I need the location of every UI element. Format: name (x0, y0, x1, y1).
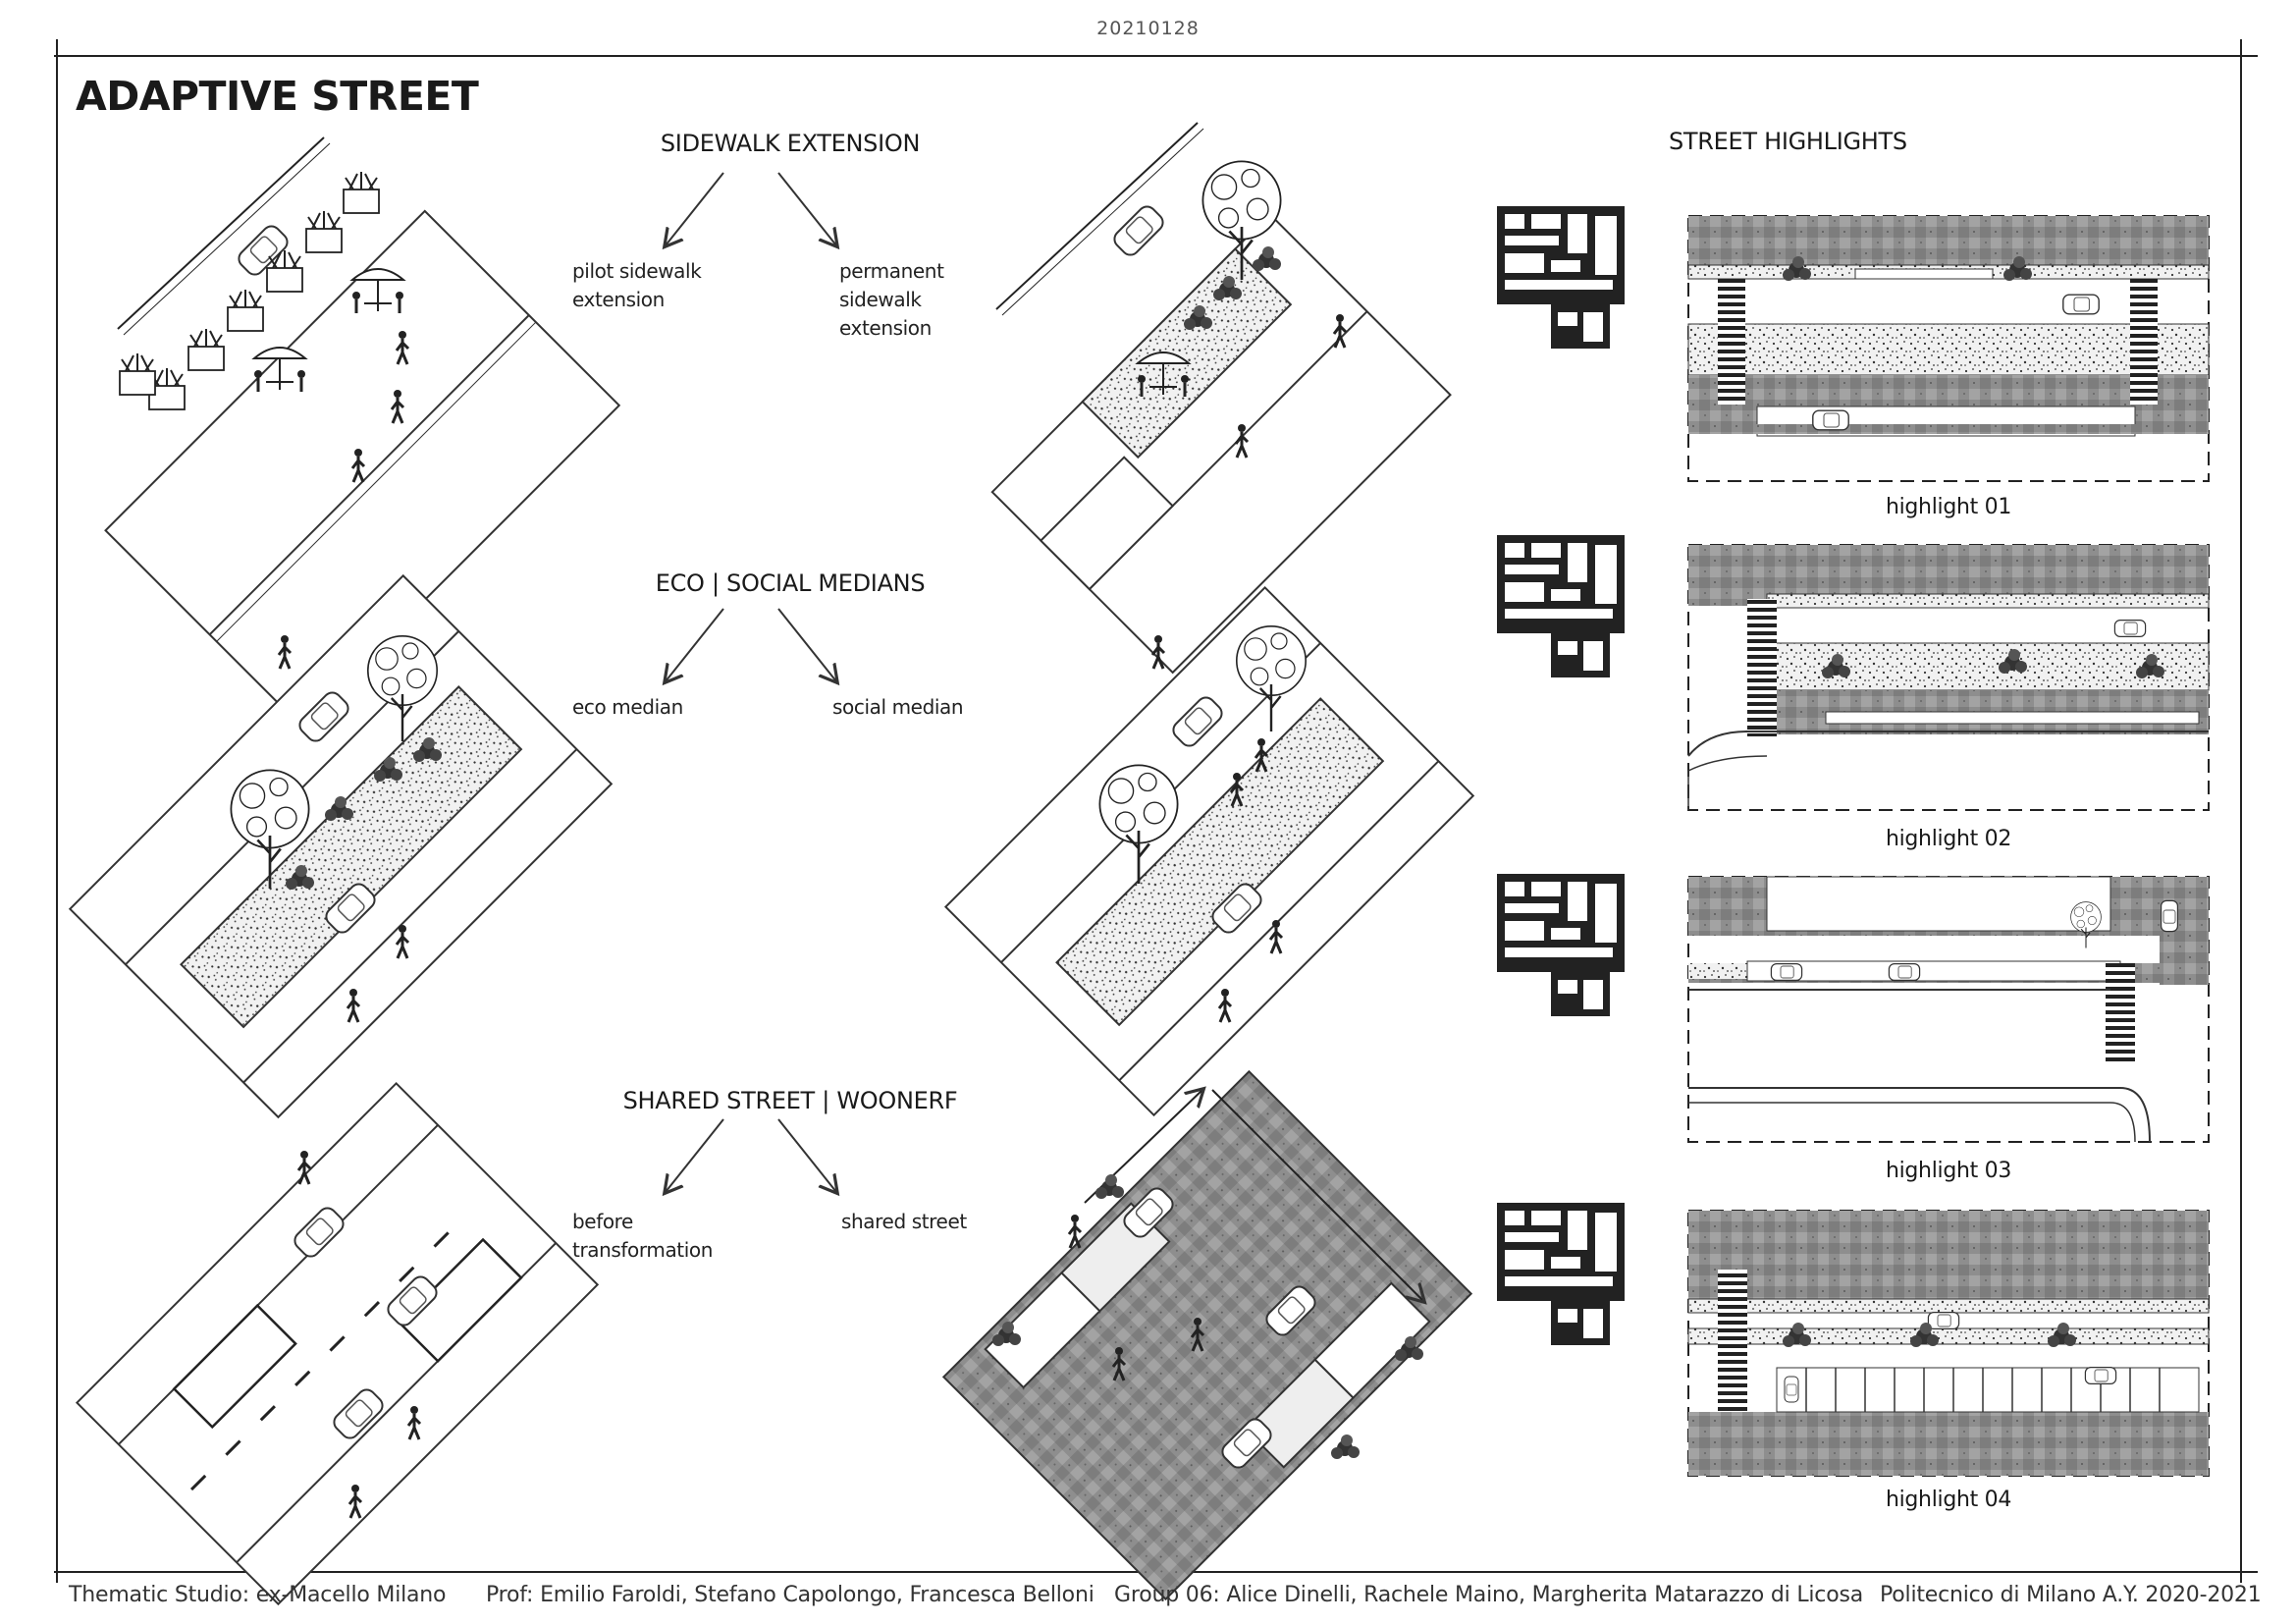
section-title-sidewalk: SIDEWALK EXTENSION (660, 130, 921, 157)
highlight-caption-02: highlight 02 (1885, 827, 2012, 851)
planter-icon (187, 328, 225, 371)
highlight-plan-03 (1687, 876, 2210, 1143)
arrow-icon (666, 172, 724, 245)
arrow-icon (777, 1118, 836, 1192)
section-title-shared: SHARED STREET | WOONERF (622, 1087, 958, 1114)
arrow-icon (666, 1118, 724, 1192)
key-plan-01 (1497, 206, 1625, 349)
arrow-icon (777, 172, 836, 245)
pedestrian-icon (1067, 1213, 1083, 1250)
page-title: ADAPTIVE STREET (76, 73, 479, 120)
footer-professors: Prof: Emilio Faroldi, Stefano Capolongo,… (486, 1583, 1095, 1607)
frame-left-line (56, 39, 58, 1583)
footer-studio: Thematic Studio: ex-Macello Milano (69, 1583, 447, 1607)
planter-icon (119, 352, 156, 396)
drawing-eco-median (68, 573, 614, 1119)
highlight-plan-04 (1687, 1210, 2210, 1477)
option-social-median: social median (832, 695, 964, 719)
key-plan-04 (1497, 1203, 1625, 1345)
planter-icon (343, 171, 380, 214)
frame-right-line (2240, 39, 2242, 1583)
drawing-pilot-sidewalk-extension (104, 136, 621, 727)
option-shared-street: shared street (841, 1210, 967, 1233)
section-title-medians: ECO | SOCIAL MEDIANS (655, 569, 926, 597)
frame-top-line (54, 55, 2258, 57)
highlight-plan-01 (1687, 215, 2210, 482)
arrow-icon (777, 608, 836, 681)
option-eco-median: eco median (572, 695, 683, 719)
highlight-caption-04: highlight 04 (1885, 1488, 2012, 1512)
arrow-icon (666, 608, 724, 681)
planter-icon (227, 289, 264, 332)
pedestrian-icon (277, 633, 293, 671)
highlight-caption-03: highlight 03 (1885, 1159, 2012, 1183)
footer-group: Group 06: Alice Dinelli, Rachele Maino, … (1114, 1583, 1863, 1607)
planter-icon (305, 210, 343, 253)
pedestrian-icon (1150, 633, 1166, 671)
key-plan-02 (1497, 535, 1625, 677)
drawing-before-transformation (75, 1081, 600, 1606)
section-title-highlights: STREET HIGHLIGHTS (1669, 128, 1907, 155)
drawing-permanent-sidewalk-extension (990, 122, 1452, 675)
highlight-caption-01: highlight 01 (1885, 495, 2012, 519)
key-plan-03 (1497, 874, 1625, 1016)
highlight-plan-02 (1687, 544, 2210, 811)
drawing-social-median (943, 585, 1475, 1117)
date-stamp: 20210128 (1096, 18, 1200, 39)
footer-school: Politecnico di Milano A.Y. 2020-2021 (1880, 1583, 2262, 1607)
drawing-shared-street (941, 1069, 1473, 1601)
